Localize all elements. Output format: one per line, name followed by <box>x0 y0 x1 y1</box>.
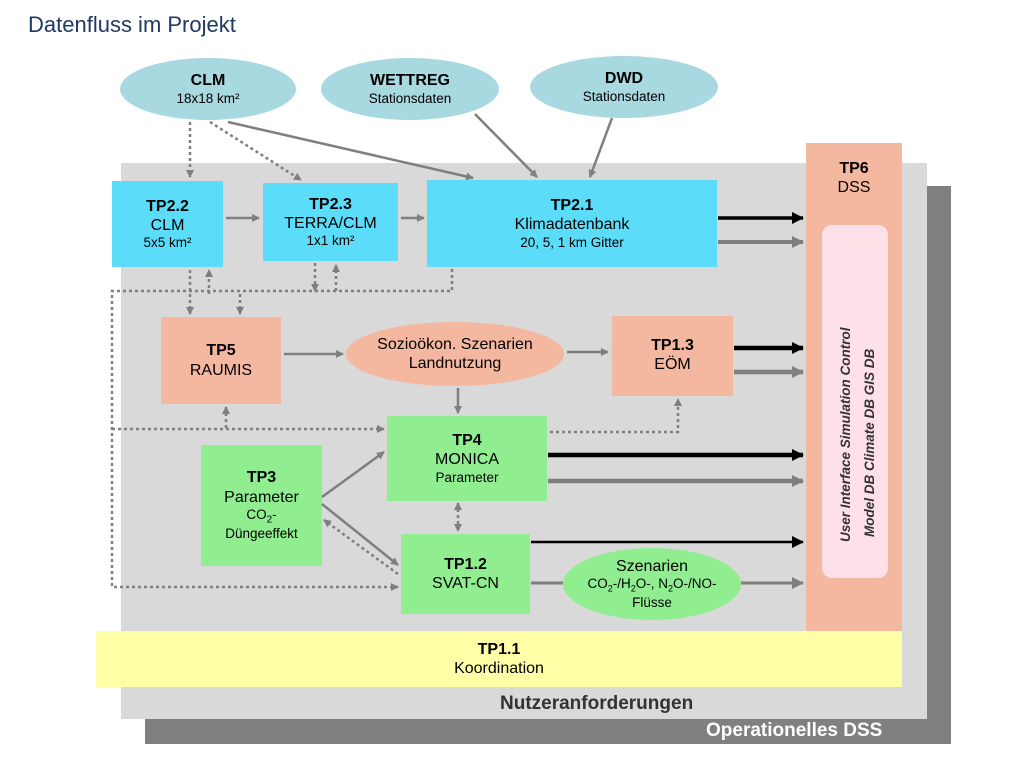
dwd-source-title: DWD <box>604 70 644 88</box>
arrow-tp3-to-tp12 <box>321 503 399 566</box>
szenarien-line1: Szenarien <box>615 558 689 576</box>
tp3-sub2: Düngeeffekt <box>225 526 298 542</box>
szenarien-line3: Flüsse <box>632 594 672 610</box>
clm-source-sub: 18x18 km² <box>176 90 240 106</box>
tp3-parameter-box: TP3 Parameter CO2- Düngeeffekt <box>201 445 322 566</box>
dotted-tp21-loop <box>110 269 454 591</box>
tp13-eom-box: TP1.3 EÖM <box>612 316 733 396</box>
tp23-terra-clm-box: TP2.3 TERRA/CLM 1x1 km² <box>263 183 398 261</box>
tp22-name: CLM <box>150 216 185 234</box>
wettreg-source-ellipse: WETTREG Stationsdaten <box>321 58 499 120</box>
dss-inner-panel <box>822 225 888 578</box>
tp11-koordination-box: TP1.1 Koordination <box>96 631 902 687</box>
dwd-source-sub: Stationsdaten <box>582 88 666 104</box>
tp21-sub: 20, 5, 1 km Gitter <box>520 234 624 250</box>
tp5-raumis-box: TP5 RAUMIS <box>161 317 281 404</box>
tp5-name: RAUMIS <box>189 361 253 379</box>
sozio-line2: Landnutzung <box>408 355 502 372</box>
tp12-svat-cn-box: TP1.2 SVAT-CN <box>401 534 530 614</box>
sozio-line1: Sozioökon. Szenarien <box>377 335 533 353</box>
tp4-monica-box: TP4 MONICA Parameter <box>387 416 547 501</box>
tp4-id: TP4 <box>452 432 482 450</box>
tp22-clm-box: TP2.2 CLM 5x5 km² <box>112 181 223 267</box>
dwd-source-ellipse: DWD Stationsdaten <box>530 56 718 118</box>
tp13-name: EÖM <box>654 356 691 374</box>
tp21-name: Klimadatenbank <box>514 216 630 234</box>
arrow-wettreg-to-tp21 <box>474 113 538 178</box>
clm-source-ellipse: CLM 18x18 km² <box>120 58 296 120</box>
clm-source-title: CLM <box>190 72 226 90</box>
tp3-sub1: CO2- <box>246 506 277 526</box>
tp11-id: TP1.1 <box>477 640 521 658</box>
dotted-tp4-to-tp13 <box>550 398 682 434</box>
arrow-dwd-to-tp21 <box>588 117 614 178</box>
dotted-tp12-to-tp3 <box>323 518 399 576</box>
tp6-id: TP6 <box>839 160 869 177</box>
tp23-name: TERRA/CLM <box>284 214 377 232</box>
tp6-name: DSS <box>837 179 871 197</box>
tp13-id: TP1.3 <box>651 337 694 354</box>
tp21-id: TP2.1 <box>550 197 594 215</box>
tp11-name: Koordination <box>454 660 544 677</box>
tp23-sub: 1x1 km² <box>306 233 355 249</box>
arrow-clm-to-tp21 <box>227 120 474 181</box>
sozio-szenarien-ellipse: Sozioökon. Szenarien Landnutzung <box>346 322 564 386</box>
tp12-id: TP1.2 <box>444 555 487 573</box>
tp3-id: TP3 <box>246 469 277 487</box>
tp23-id: TP2.3 <box>309 195 352 213</box>
page-title: Datenfluss im Projekt <box>28 12 236 37</box>
operationelles-dss-label: Operationelles DSS <box>706 720 883 741</box>
tp3-name: Parameter <box>224 488 299 506</box>
tp21-klimadatenbank-box: TP2.1 Klimadatenbank 20, 5, 1 km Gitter <box>427 180 717 267</box>
wettreg-source-title: WETTREG <box>370 72 450 90</box>
szenarien-fluesse-ellipse: Szenarien CO2-/H2O-, N2O-/NO- Flüsse <box>563 548 741 620</box>
dotted-clm-to-tp23 <box>209 120 302 182</box>
wettreg-source-sub: Stationsdaten <box>368 90 452 106</box>
szenarien-line2: CO2-/H2O-, N2O-/NO- <box>587 576 717 594</box>
arrow-tp3-to-tp4 <box>321 450 385 499</box>
tp22-id: TP2.2 <box>146 197 189 215</box>
tp12-name: SVAT-CN <box>432 575 499 592</box>
tp4-sub: Parameter <box>435 469 499 485</box>
tp22-sub: 5x5 km² <box>143 235 192 251</box>
nutzeranforderungen-label: Nutzeranforderungen <box>500 693 694 714</box>
tp4-name: MONICA <box>435 451 499 469</box>
tp5-id: TP5 <box>206 342 236 360</box>
